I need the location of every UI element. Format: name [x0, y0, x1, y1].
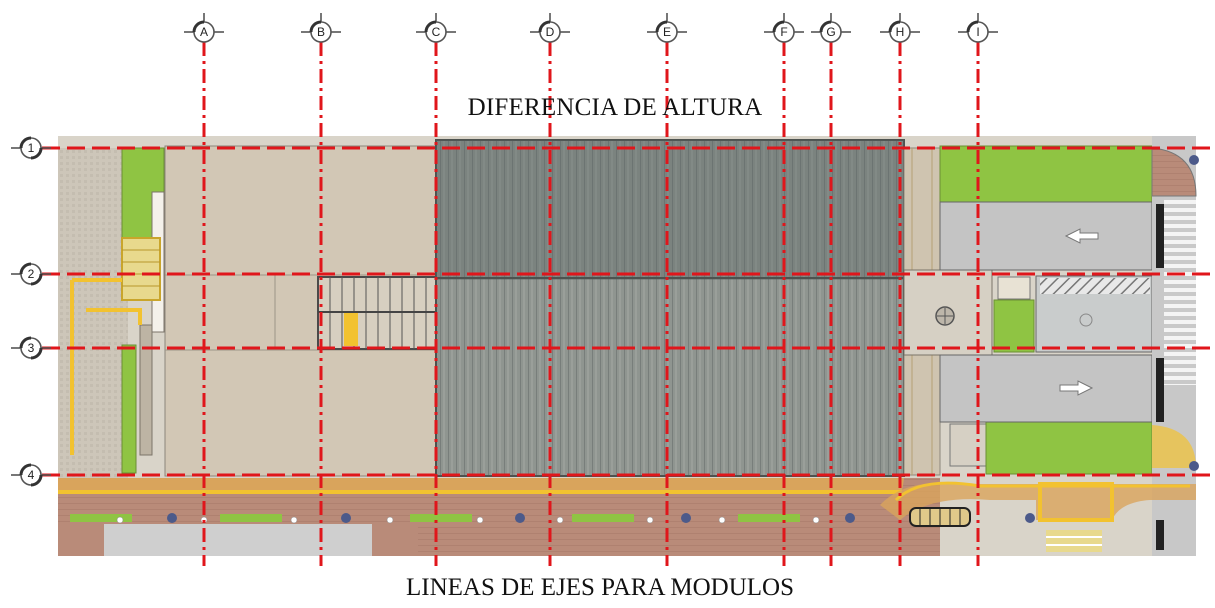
axis-bubble-F: F: [764, 13, 804, 43]
axis-bubble-I: I: [958, 13, 998, 43]
axis-lines: [42, 42, 1215, 566]
axis-bubble-C: C: [416, 13, 456, 43]
axis-bubble-E: E: [647, 13, 687, 43]
axis-bubble-D: D: [530, 13, 570, 43]
axis-bubble-H-label: H: [896, 25, 905, 39]
axis-bubble-4-label: 4: [28, 468, 35, 482]
axis-bubble-1: 1: [11, 136, 51, 160]
axis-bubble-C-label: C: [432, 25, 441, 39]
axis-bubble-A: A: [184, 13, 224, 43]
axis-bubble-H: H: [880, 13, 920, 43]
site-base: [58, 136, 1199, 556]
axis-bubble-2: 2: [11, 262, 51, 286]
axis-bubble-4: 4: [11, 463, 51, 487]
height-difference-label: DIFERENCIA DE ALTURA: [467, 94, 763, 121]
axis-bubble-E-label: E: [663, 25, 671, 39]
axis-bubble-D-label: D: [546, 25, 555, 39]
axis-bubble-2-label: 2: [28, 267, 35, 281]
axis-bubble-I-label: I: [976, 25, 979, 39]
axis-bubbles: A B C D E F G H I 1 2 3 4: [11, 13, 998, 487]
axis-lines-caption: LINEAS DE EJES PARA MODULOS: [405, 574, 794, 601]
axis-bubble-F-label: F: [780, 25, 787, 39]
axis-bubble-3: 3: [11, 336, 51, 360]
axis-bubble-B: B: [301, 13, 341, 43]
axis-bubble-G-label: G: [826, 25, 835, 39]
axis-bubble-G: G: [811, 13, 851, 43]
axis-bubble-1-label: 1: [28, 141, 35, 155]
axis-bubble-3-label: 3: [28, 341, 35, 355]
axis-bubble-A-label: A: [200, 25, 208, 39]
axis-bubble-B-label: B: [317, 25, 325, 39]
